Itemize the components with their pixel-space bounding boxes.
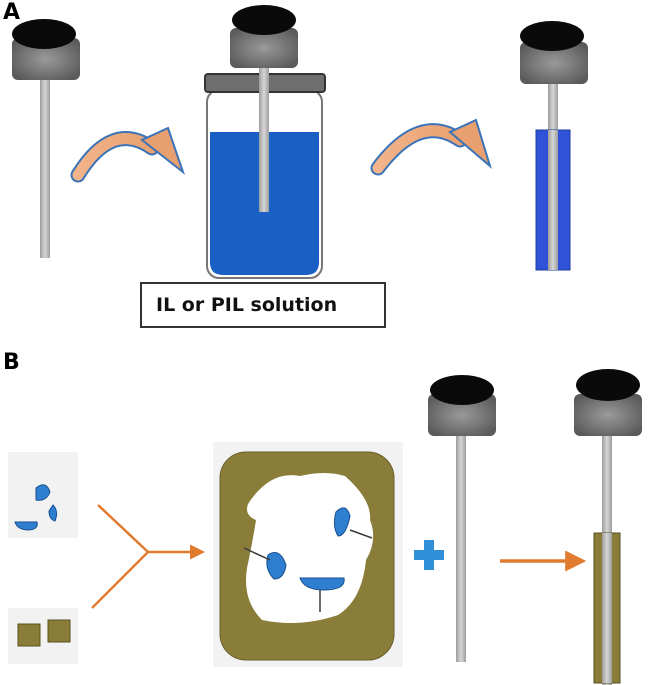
solution-label-box: IL or PIL solution — [140, 282, 386, 328]
merge-arrow — [91, 504, 205, 609]
solution-label: IL or PIL solution — [156, 294, 338, 316]
composite-material-box — [213, 442, 403, 667]
il-droplets-box — [8, 452, 78, 538]
spme-fiber-coated — [520, 21, 588, 271]
panel-a-label: A — [3, 0, 21, 25]
vial-with-solution — [204, 5, 326, 279]
plus-sign — [414, 540, 444, 570]
spme-fiber-b-uncoated — [428, 375, 496, 662]
polymer-particles-box — [8, 608, 78, 664]
curved-arrow-1 — [70, 126, 186, 183]
spme-fiber-b-coated — [574, 369, 642, 685]
panel-b-label: B — [3, 350, 20, 375]
curved-arrow-2 — [370, 118, 492, 176]
spme-fiber-uncoated — [12, 19, 80, 258]
